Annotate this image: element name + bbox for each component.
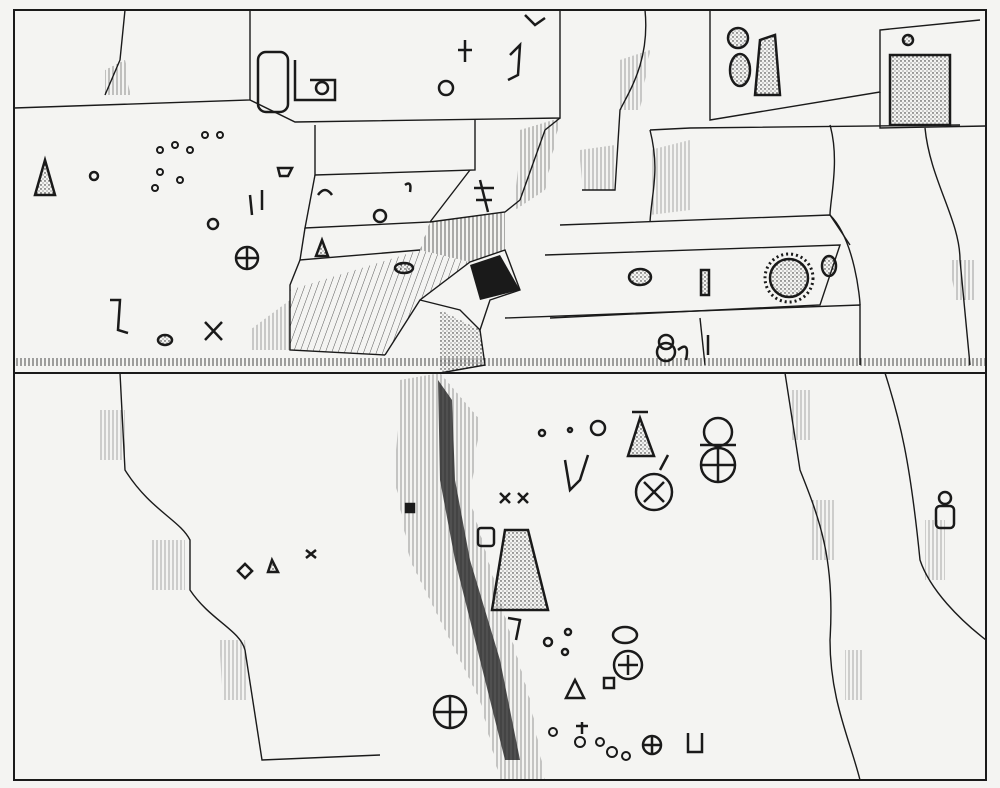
quadruped-icon: [110, 298, 129, 335]
dot-cluster-icon: [548, 727, 631, 761]
cross-icon: [458, 40, 472, 62]
anthropomorph-icon: [474, 179, 494, 213]
circle-icon: [437, 79, 455, 97]
bird-icon: [156, 333, 174, 347]
bird-icon: [507, 41, 522, 82]
upper-shading: [105, 50, 975, 373]
upper-petroglyphs: [33, 14, 952, 363]
spiral-icon: [507, 616, 522, 641]
upper-panel: [13, 9, 987, 374]
anthropomorph-icon: [888, 33, 952, 127]
wheel-cross-icon: [612, 649, 644, 681]
wheel-cross-icon: [432, 694, 468, 730]
quadruped-icon: [524, 14, 546, 27]
anthropomorph-icon: [726, 26, 782, 97]
spiral-icon: [316, 188, 334, 196]
sun-icon: [763, 252, 815, 304]
quadruped-icon: [563, 454, 590, 493]
lower-panel: [119, 372, 987, 781]
circle-icon: [372, 208, 388, 224]
circle-icon: [88, 170, 100, 182]
circle-icon: [206, 217, 220, 231]
circle-icon: [476, 526, 496, 548]
anthropomorph-icon: [934, 490, 956, 530]
spiral-icon: [655, 333, 689, 363]
cross-icon: [204, 321, 223, 341]
bird-icon: [236, 562, 254, 580]
anthropomorph-icon: [563, 677, 587, 700]
bird-icon: [393, 261, 415, 275]
anthropomorph-icon: [490, 528, 550, 612]
bird-icon: [276, 166, 295, 178]
wheel-cross-icon: [699, 446, 737, 484]
bird-icon: [820, 254, 838, 278]
wheel-cross-icon: [634, 454, 674, 512]
anthropomorph-icon: [314, 236, 330, 258]
spiral-icon: [404, 182, 412, 193]
dot-cluster-icon: [151, 131, 224, 192]
lower-petroglyphs: [236, 410, 956, 761]
panel-divider: [14, 358, 986, 374]
cross-icon: [499, 492, 529, 504]
spiral-icon: [248, 190, 264, 216]
spiral-icon: [686, 733, 704, 754]
anthropomorph-icon: [33, 155, 57, 197]
lower-shading: [100, 373, 945, 780]
anthropomorph-icon: [626, 410, 656, 458]
anthropomorph-icon: [699, 268, 711, 297]
cross-icon: [305, 549, 317, 559]
quadruped-icon: [404, 502, 416, 514]
sun-icon: [700, 416, 736, 448]
anthropomorph-icon: [266, 556, 281, 574]
quadruped-icon: [627, 267, 653, 287]
circle-icon: [611, 625, 639, 645]
dot-cluster-icon: [537, 419, 607, 657]
wheel-cross-icon: [234, 245, 260, 271]
wheel-cross-icon: [641, 734, 663, 756]
anthropomorph-icon: [256, 50, 337, 114]
cross-icon: [576, 722, 588, 734]
circle-icon: [602, 676, 616, 690]
